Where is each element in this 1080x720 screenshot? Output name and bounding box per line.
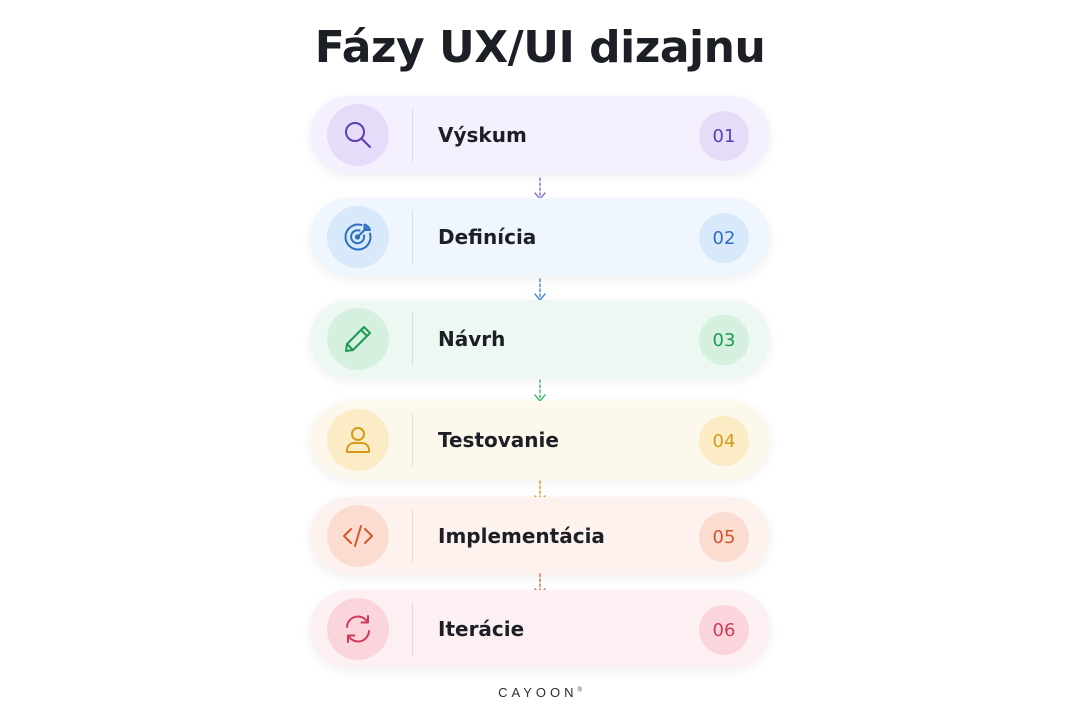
brand-name: CAYOON (498, 685, 578, 700)
page-title: Fázy UX/UI dizajnu (314, 22, 766, 73)
step-card: Návrh 03 (310, 300, 770, 378)
divider (412, 602, 413, 656)
brand-logo: CAYOON® (0, 685, 1080, 700)
step-label: Implementácia (438, 524, 605, 548)
icon-badge (327, 206, 389, 268)
step-number: 04 (699, 416, 749, 466)
step-card: Implementácia 05 (310, 497, 770, 575)
step-number: 06 (699, 605, 749, 655)
step-card: Iterácie 06 (310, 590, 770, 668)
step-card: Testovanie 04 (310, 401, 770, 479)
step-number: 01 (699, 111, 749, 161)
icon-badge (327, 409, 389, 471)
divider (412, 413, 413, 467)
code-icon (343, 525, 373, 547)
step-number: 05 (699, 512, 749, 562)
divider (412, 312, 413, 366)
step-label: Výskum (438, 123, 527, 147)
icon-badge (327, 505, 389, 567)
step-number: 03 (699, 315, 749, 365)
divider (412, 210, 413, 264)
step-label: Definícia (438, 225, 537, 249)
refresh-icon (346, 615, 370, 643)
step-label: Iterácie (438, 617, 525, 641)
icon-badge (327, 308, 389, 370)
step-card: Definícia 02 (310, 198, 770, 276)
icon-badge (327, 104, 389, 166)
target-icon (344, 223, 372, 251)
step-number: 02 (699, 213, 749, 263)
step-label: Testovanie (438, 428, 559, 452)
divider (412, 108, 413, 162)
step-label: Návrh (438, 327, 506, 351)
registered-mark: ® (577, 687, 582, 694)
step-card: Výskum 01 (310, 96, 770, 174)
magnifier-icon (345, 122, 371, 148)
divider (412, 509, 413, 563)
pencil-icon (345, 326, 371, 352)
icon-badge (327, 598, 389, 660)
user-icon (346, 427, 370, 453)
